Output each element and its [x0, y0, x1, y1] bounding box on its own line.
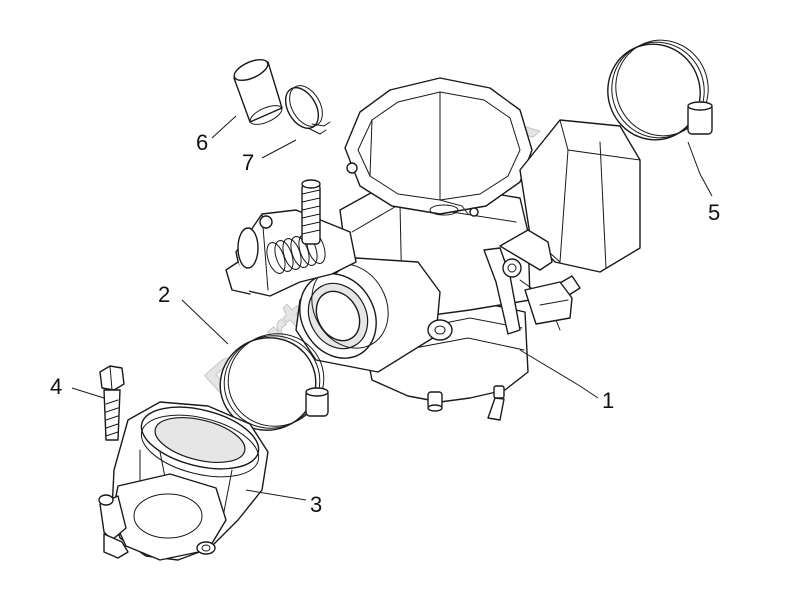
- carburettor-part-1: [225, 77, 641, 421]
- hose-clamp-part-5: [607, 39, 713, 141]
- callout-3: 3: [310, 492, 322, 517]
- callout-7: 7: [242, 150, 254, 175]
- sleeve-part-6: [233, 58, 283, 125]
- callout-labels: 1 2 3 4 5 6 7: [50, 130, 720, 517]
- callout-1: 1: [602, 388, 614, 413]
- hose-clamp-part-2: [219, 333, 329, 431]
- spring-clip-part-7: [284, 85, 331, 135]
- callout-6: 6: [196, 130, 208, 155]
- callout-2: 2: [158, 282, 170, 307]
- leader-lines: [71, 115, 713, 501]
- callout-5: 5: [708, 200, 720, 225]
- bolt-part-4: [99, 365, 125, 441]
- intake-manifold-part-3: [98, 401, 269, 561]
- callout-4: 4: [50, 374, 62, 399]
